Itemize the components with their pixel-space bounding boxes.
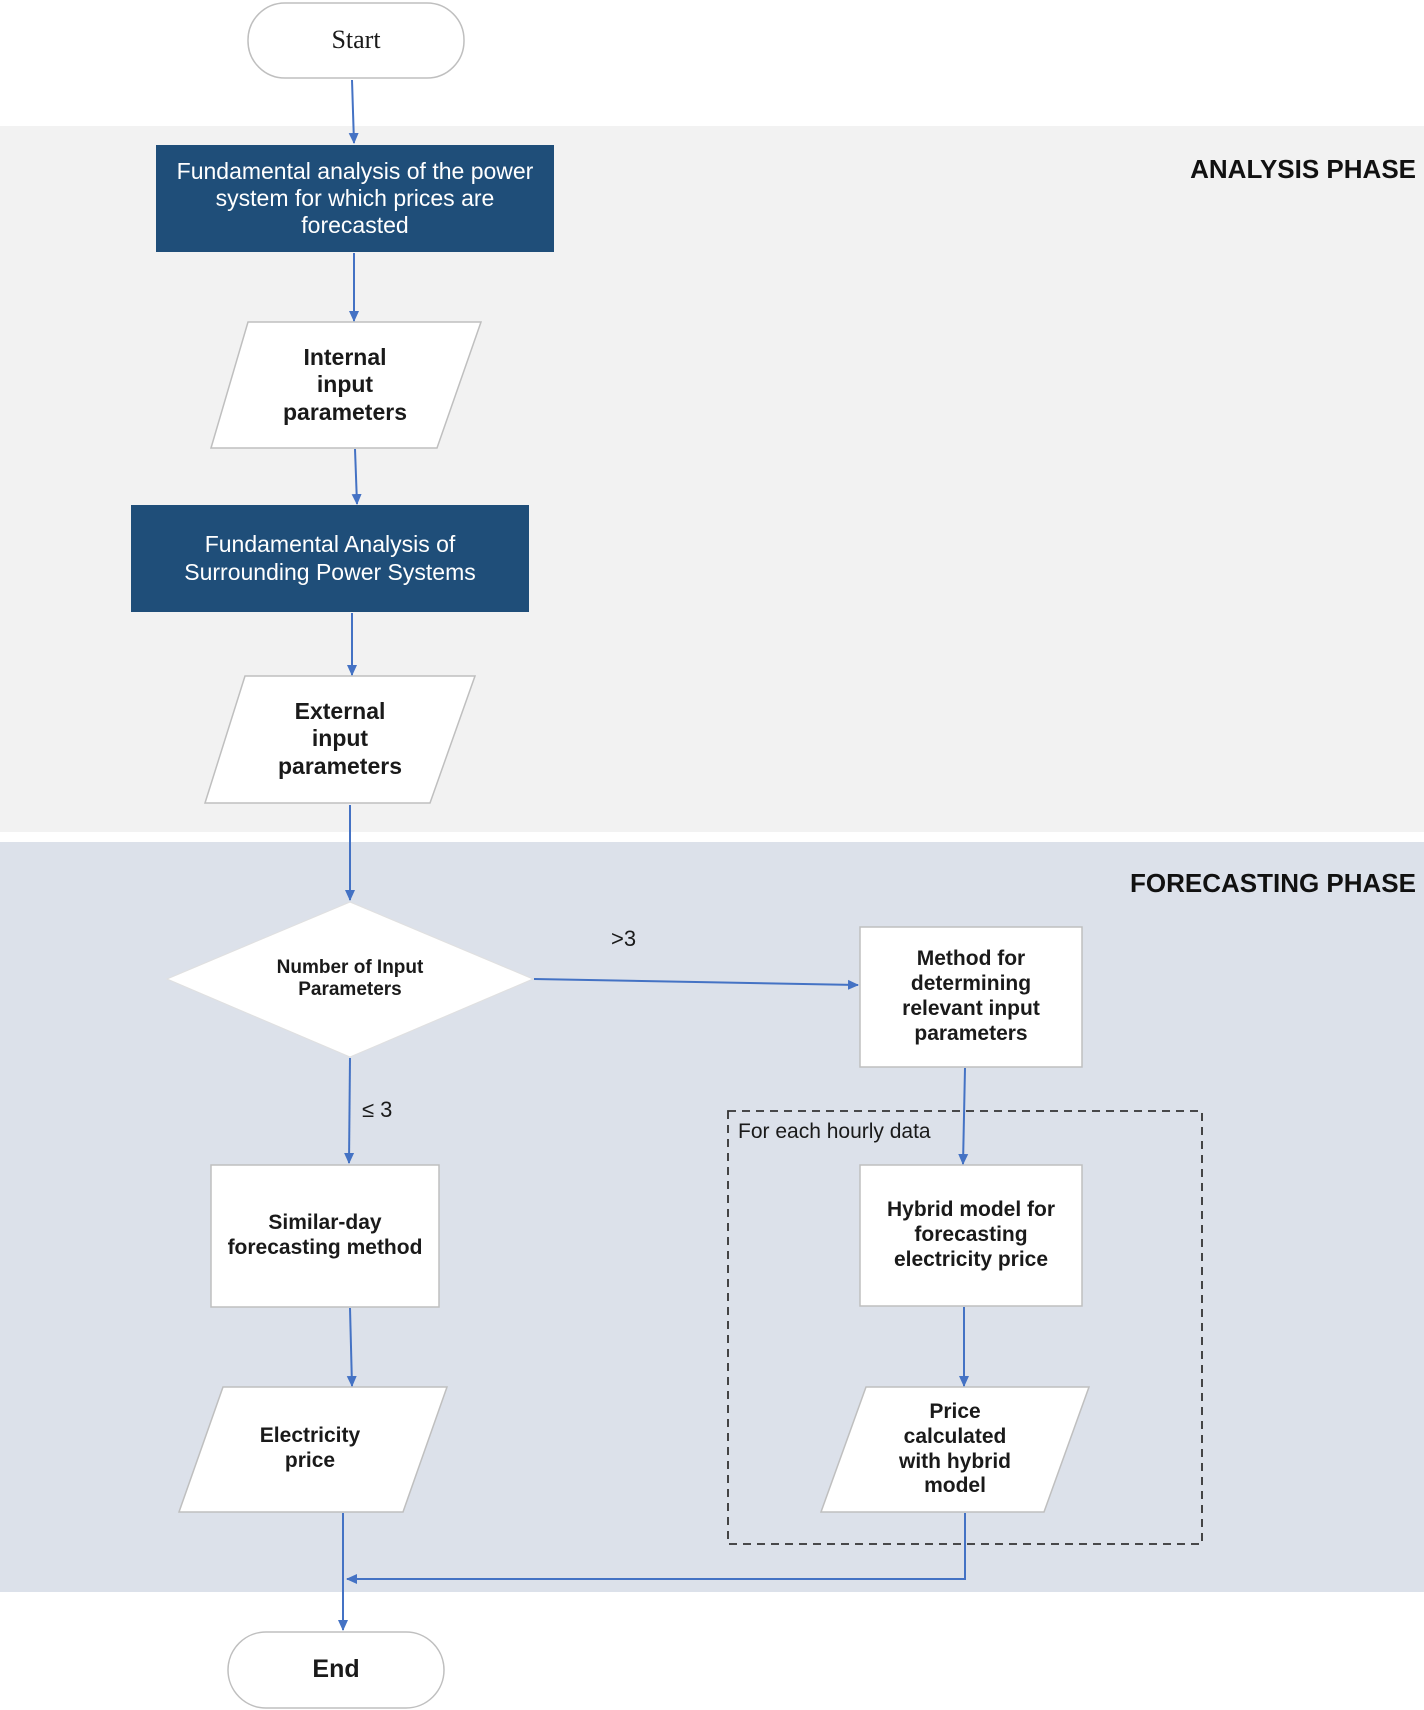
electricity-price-parallelogram — [177, 1386, 449, 1513]
external-inputs-label: External input parameters — [277, 698, 403, 779]
decision-diamond — [165, 901, 535, 1058]
start-label: Start — [331, 25, 381, 55]
end-label: End — [312, 1655, 360, 1684]
price-hybrid-parallelogram — [819, 1386, 1091, 1513]
decision-label: Number of Input Parameters — [276, 956, 424, 1000]
hourly-loop-group — [727, 1110, 1203, 1545]
electricity-price-label: Electricity price — [259, 1424, 361, 1472]
external-inputs-parallelogram — [203, 675, 477, 804]
surrounding-analysis-label: Fundamental Analysis of Surrounding Powe… — [184, 531, 476, 585]
internal-inputs-label: Internal input parameters — [282, 344, 408, 425]
surrounding-analysis-box — [131, 505, 529, 612]
edge-internal-to-surrounding — [351, 448, 362, 505]
similar-day-box — [210, 1164, 440, 1308]
edge-label-at-most-3: ≤ 3 — [362, 1097, 393, 1122]
hybrid-model-box — [859, 1164, 1083, 1307]
analysis-phase-label: ANALYSIS PHASE — [1190, 154, 1416, 184]
method-relevant-label: Method for determining relevant input pa… — [902, 947, 1040, 1045]
edge-label-greater-than-3: >3 — [611, 926, 637, 951]
edge-decision-to-similar-day — [344, 1057, 355, 1164]
start-terminal — [247, 2, 465, 79]
edge-price-hybrid-to-merge — [346, 1513, 966, 1584]
fundamental-analysis-box — [156, 145, 554, 252]
forecasting-phase-label: FORECASTING PHASE — [1129, 868, 1416, 898]
edge-method-to-hybrid — [958, 1067, 969, 1165]
edge-decision-to-method — [533, 978, 859, 990]
edge-start-to-fundamental — [348, 79, 359, 144]
price-hybrid-label: Price calculated with hybrid model — [899, 1399, 1011, 1498]
method-relevant-box — [859, 926, 1083, 1068]
similar-day-label: Similar-day forecasting method — [227, 1211, 423, 1259]
hybrid-model-label: Hybrid model for forecasting electricity… — [886, 1198, 1055, 1271]
edge-similar-day-to-price — [346, 1307, 357, 1387]
fundamental-analysis-label: Fundamental analysis of the power system… — [176, 157, 534, 239]
internal-inputs-parallelogram — [209, 321, 483, 449]
hourly-loop-label: For each hourly data — [738, 1120, 931, 1143]
end-terminal — [227, 1631, 445, 1709]
